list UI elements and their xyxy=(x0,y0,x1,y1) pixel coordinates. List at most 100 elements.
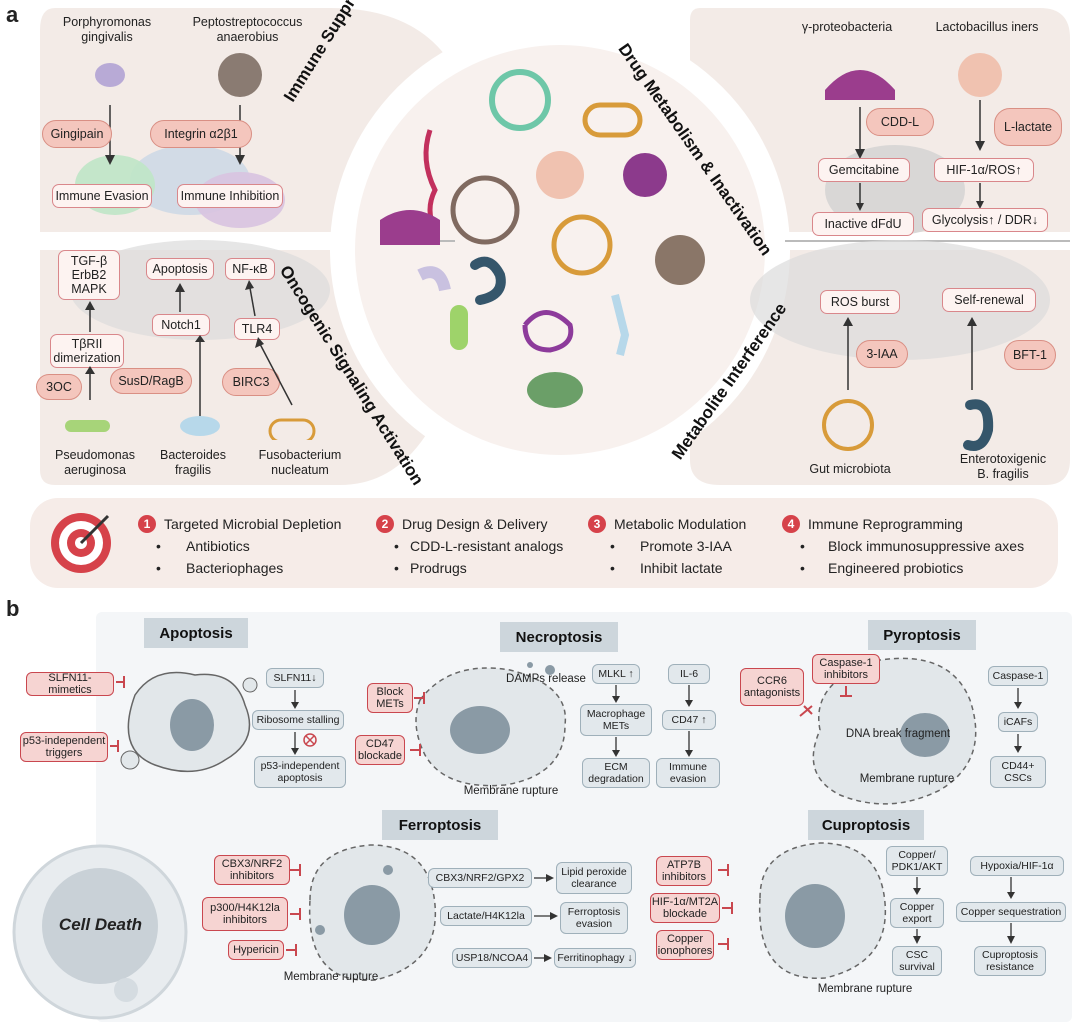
necroptosis-arrows xyxy=(410,685,693,757)
p53-triggers-box: p53-independent triggers xyxy=(20,732,108,762)
caspase-inhibitors-box: Caspase-1 inhibitors xyxy=(812,654,880,684)
cuproptosis-title: Cuproptosis xyxy=(808,810,924,840)
fusobacterium-icon xyxy=(268,418,316,440)
strategy-bullet: • xyxy=(800,538,805,554)
notch1-box: Notch1 xyxy=(152,314,210,336)
necroptotic-cell-icon xyxy=(415,662,567,787)
pyroptosis-title: Pyroptosis xyxy=(868,620,976,650)
gingipain-pill: Gingipain xyxy=(42,120,112,148)
inactive-dfdu-box: Inactive dFdU xyxy=(812,212,914,236)
apoptosis-box: Apoptosis xyxy=(146,258,214,280)
cell-death-cell-icon xyxy=(12,844,188,1020)
p53-apoptosis-box: p53-independent apoptosis xyxy=(254,756,346,788)
3oc-pill: 3OC xyxy=(36,374,82,400)
gut-microbiota-icon xyxy=(822,399,874,451)
copper-pdk1-akt-box: Copper/ PDK1/AKT xyxy=(886,846,948,876)
strategy-number-1: 1 xyxy=(138,515,156,533)
mlkl-box: MLKL ↑ xyxy=(592,664,640,684)
ferroptosis-rupture-label: Membrane rupture xyxy=(283,971,379,983)
bft-1-pill: BFT-1 xyxy=(1004,340,1056,370)
strategy-title-2: Drug Design & Delivery xyxy=(402,516,548,532)
copper-sequestration-box: Copper sequestration xyxy=(956,902,1066,922)
ferroptotic-cell-icon xyxy=(308,844,437,981)
gemcitabine-box: Gemcitabine xyxy=(818,158,910,182)
lactate-h4k12la-box: Lactate/H4K12la xyxy=(440,906,532,926)
cbx3-nrf2-gpx2-box: CBX3/NRF2/GPX2 xyxy=(428,868,532,888)
rod-bacteria-icon xyxy=(450,305,468,350)
strategy-item-1-1: Antibiotics xyxy=(186,538,250,554)
hif-mt2a-blockade-box: HIF-1α/MT2A blockade xyxy=(650,893,720,923)
target-icon xyxy=(51,513,111,573)
pyroptosis-rupture-label: Membrane rupture xyxy=(859,773,955,785)
ferritinophagy-box: Ferritinophagy ↓ xyxy=(554,948,636,968)
cell-death-label: Cell Death xyxy=(58,915,143,934)
panel-b-letter: b xyxy=(6,596,20,621)
strategy-bullet: • xyxy=(800,560,805,576)
spore-icon xyxy=(551,214,613,276)
cd47-blockade-box: CD47 blockade xyxy=(355,735,405,765)
ovoid-bacteria-icon xyxy=(417,266,451,292)
strategy-number-2: 2 xyxy=(376,515,394,533)
germ-icon xyxy=(655,235,705,285)
self-renewal-box: Self-renewal xyxy=(942,288,1036,312)
drug-icons-arrows xyxy=(825,53,1002,211)
strategy-bullet: • xyxy=(394,560,399,576)
label-fusobacterium: Fusobacterium nucleatum xyxy=(258,448,342,477)
strategy-title-3: Metabolic Modulation xyxy=(614,516,747,532)
pseudomonas-icon xyxy=(65,420,110,432)
icafs-box: iCAFs xyxy=(998,712,1038,732)
copper-export-box: Copper export xyxy=(890,898,944,928)
immune-evasion-b-box: Immune evasion xyxy=(656,758,720,788)
ros-burst-box: ROS burst xyxy=(820,290,900,314)
nf-kb-box: NF-κB xyxy=(225,258,275,280)
pyroptosis-arrows xyxy=(799,686,1022,753)
cd44-cscs-box: CD44+ CSCs xyxy=(990,756,1046,788)
strategy-item-4-1: Block immunosuppressive axes xyxy=(828,538,1025,554)
strategy-item-4-2: Engineered probiotics xyxy=(828,560,964,576)
strategy-item-2-2: Prodrugs xyxy=(410,560,467,576)
usp18-ncoa4-box: USP18/NCOA4 xyxy=(452,948,532,968)
necroptosis-rupture-label: Membrane rupture xyxy=(463,785,559,797)
birc3-pill: BIRC3 xyxy=(222,368,280,396)
ferroptosis-title: Ferroptosis xyxy=(382,810,498,840)
strategy-item-2-1: CDD-L-resistant analogs xyxy=(410,538,564,554)
l-lactate-pill: L-lactate xyxy=(994,108,1062,146)
cd47-up-box: CD47 ↑ xyxy=(662,710,716,730)
cuproptosis-arrows xyxy=(718,864,1015,950)
copper-ionophores-box: Copper ionophores xyxy=(656,930,714,960)
strategy-title-4: Immune Reprogramming xyxy=(808,516,963,532)
porphyromonas-icon xyxy=(95,63,125,87)
strategy-item-3-2: Inhibit lactate xyxy=(640,560,723,576)
flagellate-icon xyxy=(611,294,630,356)
apoptosis-title: Apoptosis xyxy=(144,618,248,648)
slfn11-box: SLFN11↓ xyxy=(266,668,324,688)
label-peptostreptococcus: Peptostreptococcus anaerobius xyxy=(192,15,303,44)
phage-icon xyxy=(623,153,667,197)
csc-survival-box: CSC survival xyxy=(892,946,942,976)
apoptosis-arrows xyxy=(110,676,317,755)
ecm-degradation-box: ECM degradation xyxy=(582,758,650,788)
susd-ragb-pill: SusD/RagB xyxy=(110,368,192,394)
gamma-proteobacteria-icon xyxy=(825,70,895,100)
label-porphyromonas: Porphyromonas gingivalis xyxy=(62,15,152,44)
strategy-bullet: • xyxy=(156,560,161,576)
enterotoxigenic-fragilis-icon xyxy=(963,399,994,451)
cuproptosis-rupture-label: Membrane rupture xyxy=(817,983,913,995)
lipid-peroxide-box: Lipid peroxide clearance xyxy=(556,862,632,894)
amoeba-icon xyxy=(380,210,440,245)
cbx3-nrf2-inhibitors-box: CBX3/NRF2 inhibitors xyxy=(214,855,290,885)
strategy-bullet: • xyxy=(394,538,399,554)
apoptotic-cell-icon xyxy=(120,671,258,773)
label-gut-microbiota: Gut microbiota xyxy=(809,462,891,476)
label-pseudomonas: Pseudomonas aeruginosa xyxy=(55,448,135,477)
necroptosis-title: Necroptosis xyxy=(500,622,618,652)
virus-icon xyxy=(489,69,551,131)
3-iaa-pill: 3-IAA xyxy=(856,340,908,368)
panel-a-letter: a xyxy=(6,2,19,27)
immune-evasion-box: Immune Evasion xyxy=(52,184,152,208)
hif-ros-box: HIF-1α/ROS↑ xyxy=(934,158,1034,182)
bacillus-icon xyxy=(582,102,643,138)
integrin-pill: Integrin α2β1 xyxy=(150,120,252,148)
microbe-cluster xyxy=(380,69,705,408)
hypericin-box: Hypericin xyxy=(228,940,284,960)
